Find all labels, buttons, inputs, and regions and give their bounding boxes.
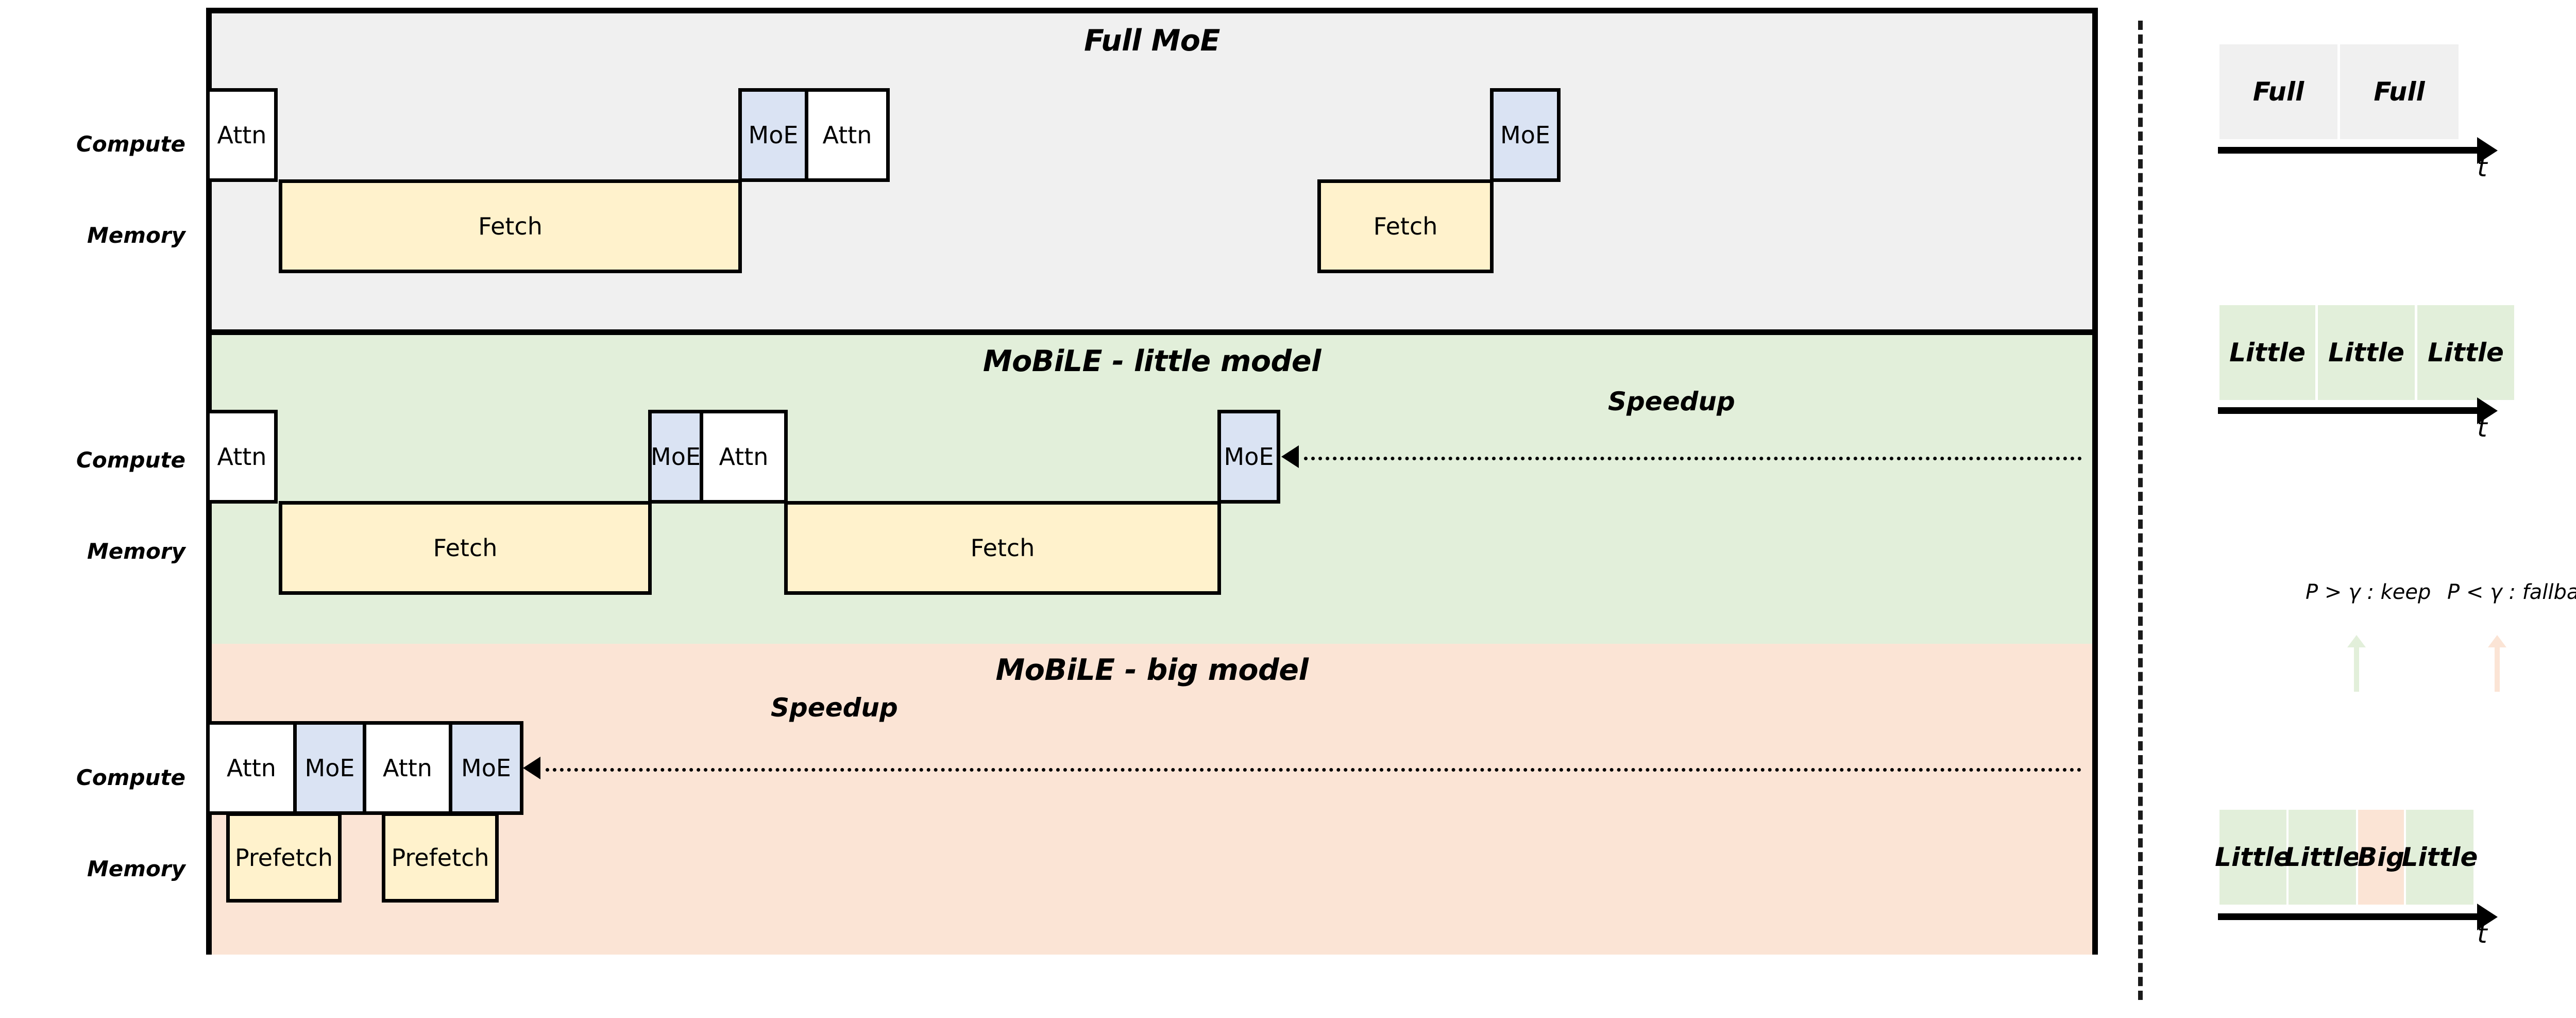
block-prefetch: Prefetch <box>382 812 499 903</box>
row-label-compute: Compute <box>76 765 185 790</box>
band-title-mobile-big: MoBiLE - big model <box>995 653 1309 687</box>
block-moe: MoE <box>293 721 366 815</box>
block-moe: MoE <box>449 721 523 815</box>
block-attn: Attn <box>206 410 278 504</box>
row-label-compute: Compute <box>76 447 185 473</box>
time-axis <box>2218 913 2478 920</box>
block-moe: MoE <box>648 410 703 504</box>
band-full-moe: Full MoE Attn MoE Attn MoE Fetch Fetch <box>206 13 2092 329</box>
annotation-fallback: P < γ : fallback <box>2447 580 2576 604</box>
block-moe: MoE <box>1490 88 1561 182</box>
block-attn: Attn <box>206 721 297 815</box>
row-label-compute: Compute <box>76 131 185 157</box>
block-attn: Attn <box>206 88 278 182</box>
block-fetch: Fetch <box>1317 179 1494 273</box>
timeline-bar-full: Full <box>2219 44 2337 139</box>
row-label-memory: Memory <box>87 539 185 564</box>
time-axis-arrowhead-icon <box>2477 904 2498 930</box>
timeline-bar-big: Big <box>2358 810 2404 905</box>
speedup-label: Speedup <box>1608 387 1735 416</box>
timeline-bar-little: Little <box>2284 810 2360 905</box>
time-axis-arrowhead-icon <box>2477 397 2498 424</box>
row-label-memory: Memory <box>87 856 185 881</box>
left-timeline-panel: Full MoE Attn MoE Attn MoE Fetch Fetch M… <box>206 8 2098 955</box>
time-axis <box>2218 147 2478 154</box>
block-attn: Attn <box>700 410 788 504</box>
block-fetch: Fetch <box>784 501 1221 595</box>
speedup-label: Speedup <box>771 693 898 723</box>
timeline-bar-little: Little <box>2417 305 2514 400</box>
speedup-arrowhead-icon <box>1281 445 1299 468</box>
block-fetch: Fetch <box>279 501 652 595</box>
band-title-mobile-little: MoBiLE - little model <box>982 344 1321 378</box>
band-mobile-big-model: MoBiLE - big model Attn MoE Attn MoE Pre… <box>206 644 2092 955</box>
row-label-memory: Memory <box>87 223 185 248</box>
block-moe: MoE <box>738 88 808 182</box>
time-axis <box>2218 407 2478 414</box>
timeline-bar-little: Little <box>2215 810 2291 905</box>
timeline-bar-little: Little <box>2318 305 2415 400</box>
block-moe: MoE <box>1217 410 1280 504</box>
speedup-arrowhead-icon <box>523 757 540 779</box>
time-axis-arrowhead-icon <box>2477 137 2498 164</box>
time-axis-label: t <box>2477 153 2487 182</box>
section-title-mobile-no-fallback: MoBiLE w/o fallback inference <box>2215 261 2576 297</box>
speedup-arrow-line <box>546 768 2082 772</box>
block-fetch: Fetch <box>279 179 742 273</box>
speedup-arrow-line <box>1304 457 2082 460</box>
right-inference-panel: Traditional MoE inference Full Full t Hi… <box>2215 0 2576 1018</box>
band-title-full-moe: Full MoE <box>1084 24 1220 58</box>
annotation-keep: P > γ : keep <box>2306 580 2431 604</box>
section-title-mobile: MoBiLE inference <box>2215 520 2576 556</box>
band-mobile-little-model: MoBiLE - little model Attn MoE Attn MoE … <box>206 329 2092 655</box>
block-attn: Attn <box>805 88 890 182</box>
time-axis-label: t <box>2477 413 2487 443</box>
block-attn: Attn <box>363 721 452 815</box>
timeline-bar-full: Full <box>2340 44 2459 139</box>
annotation-arrow-fallback-icon <box>2488 635 2506 692</box>
block-prefetch: Prefetch <box>226 812 342 903</box>
timeline-bar-little: Little <box>2402 810 2478 905</box>
timeline-bar-little: Little <box>2219 305 2315 400</box>
time-axis-label: t <box>2477 919 2487 949</box>
panel-divider <box>2138 21 2143 1000</box>
annotation-arrow-keep-icon <box>2347 635 2366 692</box>
